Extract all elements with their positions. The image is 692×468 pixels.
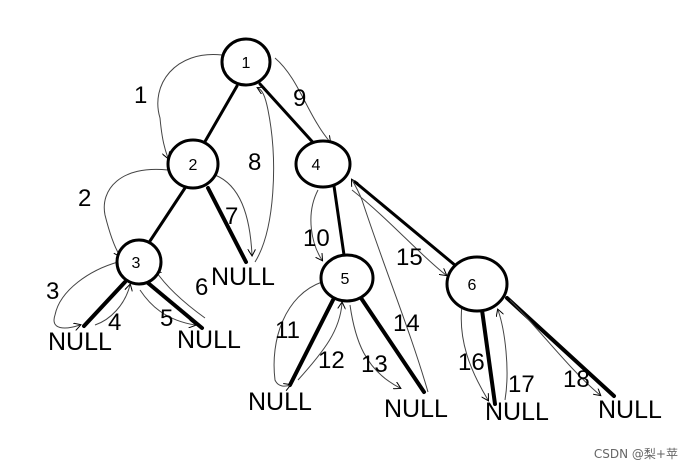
arrow-9: [274, 57, 330, 142]
arrow-12: [297, 303, 342, 381]
arrow-1: [157, 54, 223, 158]
arrow-3: [53, 261, 119, 328]
arrow-13: [349, 304, 400, 388]
edge-5-null-right: [359, 296, 426, 394]
arrow-18: [509, 299, 600, 395]
null-leaf: NULL: [384, 395, 448, 423]
step-label-15: 15: [396, 244, 423, 271]
step-label-1: 1: [134, 82, 147, 109]
step-label-8: 8: [248, 149, 261, 176]
step-label-4: 4: [108, 309, 121, 336]
arrow-10: [310, 189, 322, 260]
edge-5-null-left: [288, 298, 335, 387]
arrow-2: [103, 168, 169, 256]
arrow-11: [273, 281, 323, 386]
arrow-15: [351, 189, 446, 275]
arrow-8: [254, 88, 275, 263]
null-leaf: NULL: [48, 328, 112, 356]
edge-3-null-left: [82, 280, 127, 328]
step-label-9: 9: [293, 85, 306, 112]
null-leaf: NULL: [211, 263, 275, 291]
null-leaf: NULL: [598, 396, 662, 424]
step-label-11: 11: [275, 317, 300, 344]
step-label-16: 16: [458, 349, 485, 376]
edge-4-5: [332, 184, 346, 257]
node-1-label: 1: [242, 55, 251, 72]
arrow-17: [498, 310, 508, 401]
node-3: 3: [115, 238, 163, 286]
step-label-7: 7: [225, 203, 238, 230]
node-4-label: 4: [312, 157, 321, 174]
null-leaf: NULL: [485, 398, 549, 426]
step-label-3: 3: [46, 278, 59, 305]
edge-4-6: [353, 180, 458, 268]
step-numbers: 1 2 3 4 5 6 7 8 9 10 11 12 13 14 15 16 1…: [46, 82, 590, 398]
null-leaves: NULL NULL NULL NULL NULL NULL NULL: [48, 263, 662, 426]
node-5: 5: [319, 253, 375, 303]
node-6-label: 6: [468, 277, 477, 294]
null-leaf: NULL: [248, 388, 312, 416]
arrow-14: [352, 180, 429, 393]
null-leaf: NULL: [177, 326, 241, 354]
arrow-7: [214, 174, 252, 255]
node-4: 4: [294, 139, 352, 189]
step-label-14: 14: [393, 310, 420, 337]
arrow-16: [460, 304, 488, 400]
edge-6-null-left: [480, 308, 497, 406]
step-label-10: 10: [303, 225, 330, 252]
node-2-label: 2: [189, 157, 198, 174]
step-label-17: 17: [508, 371, 535, 398]
arrow-5: [139, 289, 195, 325]
node-2: 2: [166, 138, 220, 190]
step-label-18: 18: [563, 366, 590, 393]
edge-1-4: [258, 82, 320, 150]
node-5-label: 5: [341, 271, 350, 288]
node-6: 6: [445, 255, 509, 313]
node-3-label: 3: [132, 255, 141, 272]
step-label-6: 6: [195, 274, 208, 301]
step-label-2: 2: [78, 185, 91, 212]
edge-6-null-right: [505, 296, 616, 398]
edge-2-null: [206, 186, 248, 264]
step-label-12: 12: [318, 347, 345, 374]
node-1: 1: [220, 37, 272, 87]
edge-3-null-right: [146, 281, 204, 330]
arrow-4: [94, 285, 130, 326]
tree-edges: [82, 82, 616, 406]
step-label-13: 13: [361, 351, 388, 378]
edge-2-3: [148, 186, 187, 243]
watermark: CSDN @梨+苹: [593, 447, 678, 461]
edge-1-2: [201, 84, 239, 147]
step-label-5: 5: [160, 305, 173, 332]
